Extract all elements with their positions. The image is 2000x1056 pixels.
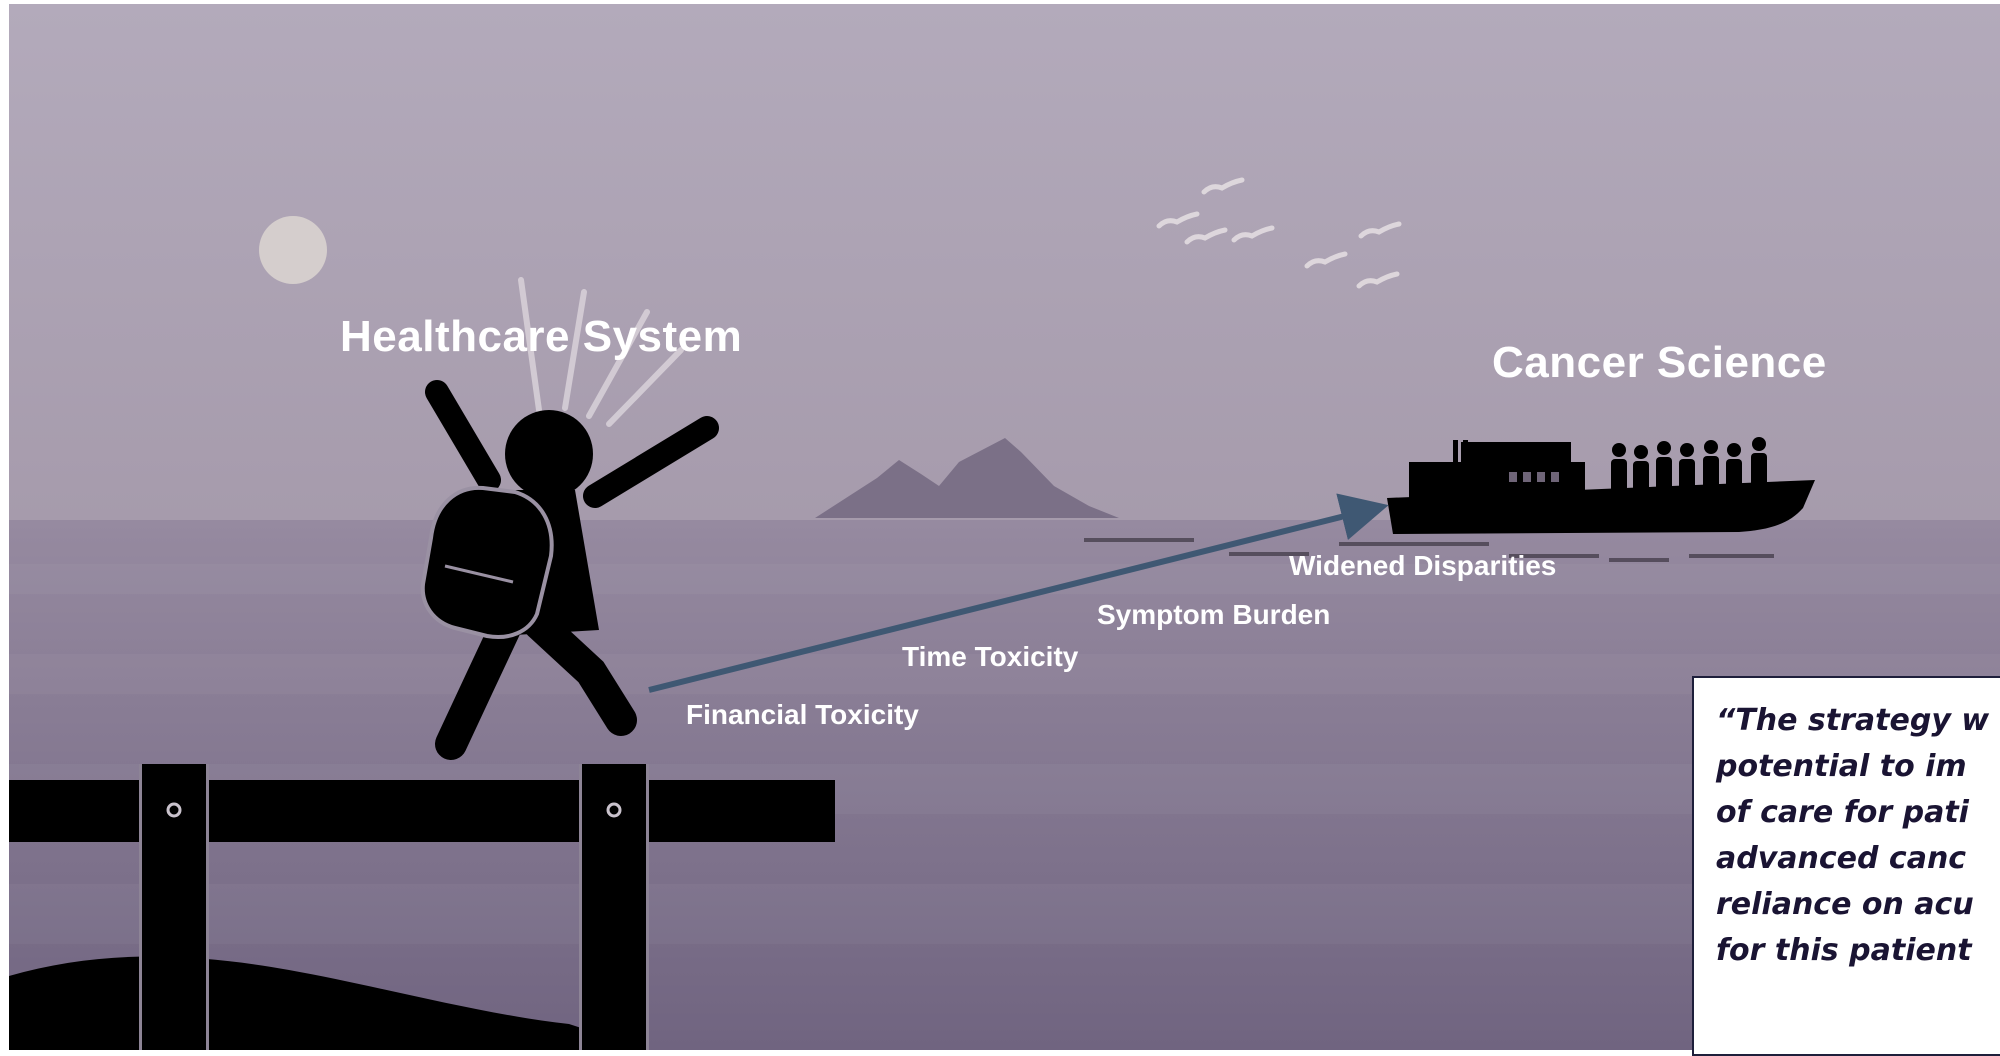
- pier-icon: [9, 764, 835, 1050]
- quote-text: “The strategy w potential to im of care …: [1716, 703, 1990, 968]
- cancer-science-label: Cancer Science: [1492, 338, 1827, 387]
- boat-icon: [1387, 440, 1815, 534]
- burden-label-financial-toxicity: Financial Toxicity: [686, 699, 919, 730]
- burden-label-widened-disparities: Widened Disparities: [1289, 550, 1557, 581]
- jumping-person-icon: [420, 380, 719, 760]
- birds-icon: [1156, 177, 1402, 289]
- illustration-scene: Healthcare System Cancer Science Financi…: [9, 4, 2000, 1050]
- burden-label-time-toxicity: Time Toxicity: [902, 641, 1079, 672]
- light-rays: [518, 277, 684, 427]
- scene-artwork: [9, 4, 2000, 1050]
- burden-label-symptom-burden: Symptom Burden: [1097, 599, 1331, 630]
- boat-wake: [1084, 538, 1774, 562]
- sky: [9, 4, 2000, 520]
- quote-box: “The strategy w potential to im of care …: [1692, 676, 2000, 1056]
- arrow-icon: [648, 493, 1389, 693]
- healthcare-system-label: Healthcare System: [340, 312, 743, 361]
- boat-passengers: [1611, 437, 1767, 493]
- island-icon: [815, 438, 1119, 518]
- moon-icon: [259, 216, 327, 284]
